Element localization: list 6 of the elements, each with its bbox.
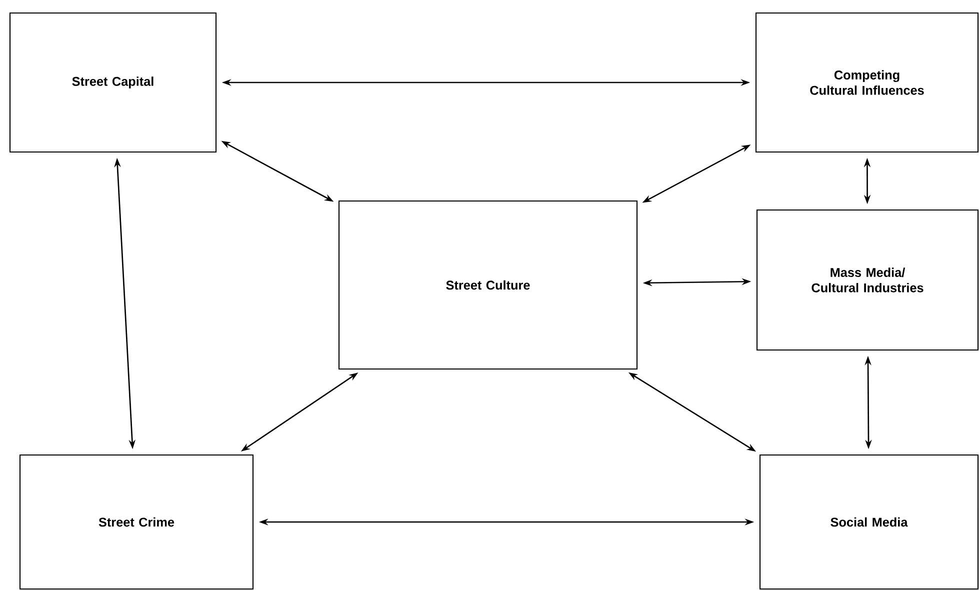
concept-box: Social Media [759, 454, 979, 590]
concept-box: Street Capital [9, 12, 217, 153]
concept-box: Street Culture [338, 200, 638, 370]
concept-box: Competing Cultural Influences [755, 12, 979, 153]
concept-box: Street Crime [19, 454, 254, 590]
concept-box: Mass Media/ Cultural Industries [756, 209, 979, 351]
